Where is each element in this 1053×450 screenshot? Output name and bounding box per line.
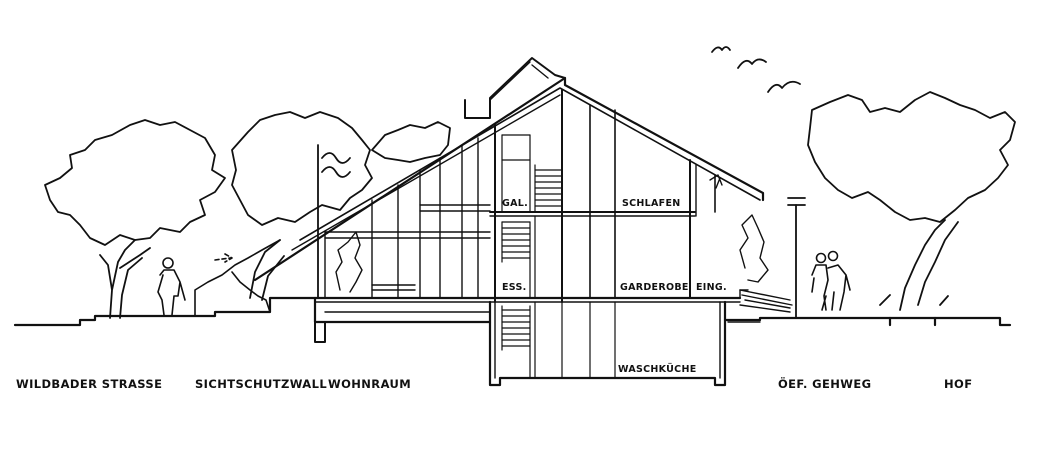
label-living-room: WOHNRAUM — [328, 377, 411, 391]
label-gallery: GAL. — [502, 198, 528, 209]
people-group-walkway — [811, 250, 851, 311]
label-courtyard: HOF — [944, 377, 972, 391]
tree-center — [231, 111, 373, 301]
flag-pole — [317, 144, 351, 299]
label-screen-wall: SICHTSCHUTZWALL — [195, 377, 327, 391]
label-dining: ESS. — [502, 282, 527, 293]
person-walking — [157, 257, 186, 316]
label-wardrobe: GARDEROBE — [620, 282, 689, 293]
house-section — [253, 57, 793, 387]
street-lamp — [787, 197, 806, 319]
tree-left-street — [44, 119, 226, 319]
label-public-walkway: ÖEF. GEHWEG — [778, 376, 871, 391]
tree-right-walkway — [807, 91, 1016, 311]
label-entrance: EING. — [696, 282, 727, 293]
label-bedroom: SCHLAFEN — [622, 198, 681, 209]
screen-wall — [194, 239, 281, 317]
birds — [711, 46, 801, 93]
label-street: WILDBADER STRASSE — [16, 377, 162, 391]
label-laundry: WASCHKÜCHE — [618, 364, 697, 375]
tree-behind-house — [371, 121, 451, 163]
